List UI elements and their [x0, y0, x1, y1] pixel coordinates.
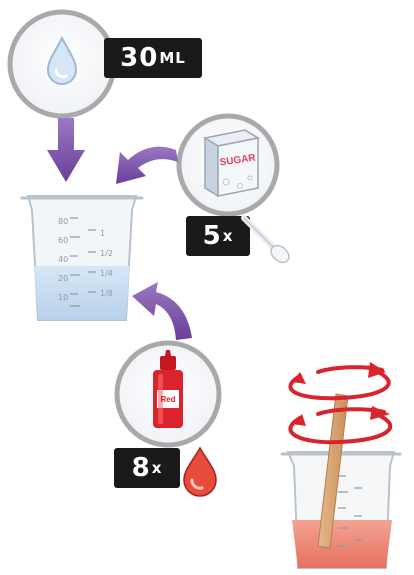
- curved-arrow-up-icon: [132, 282, 192, 340]
- water-amount: 30: [120, 43, 158, 73]
- water-liquid: [34, 266, 130, 320]
- red-liquid: [292, 520, 392, 568]
- measuring-cup-water: [22, 196, 142, 320]
- teaspoon-icon: [238, 212, 294, 268]
- water-amount-label: 30 ML: [104, 38, 202, 78]
- sugar-unit: x: [223, 227, 234, 245]
- red-drop-icon: [184, 448, 216, 496]
- water-step: [10, 12, 114, 182]
- coloring-unit: x: [152, 459, 163, 477]
- stir-step: [282, 362, 400, 568]
- bottle-label: Red: [160, 395, 175, 404]
- coloring-count-label: 8 x: [114, 448, 180, 488]
- coloring-count: 8: [132, 453, 151, 483]
- sugar-count: 5: [203, 221, 222, 251]
- down-arrow-icon: [47, 118, 85, 182]
- water-unit: ML: [159, 49, 186, 67]
- curved-arrow-icon: [116, 147, 178, 184]
